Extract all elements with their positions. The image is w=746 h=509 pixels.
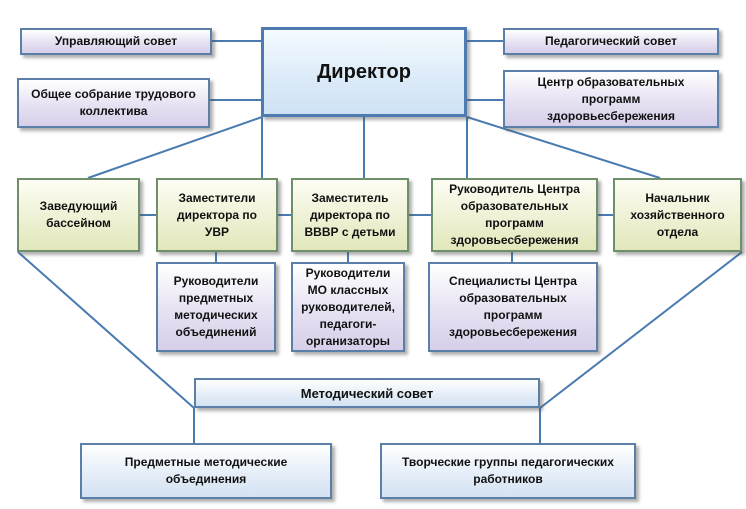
subject-associations-label: Предметные методические объединения bbox=[124, 455, 288, 486]
mo-heads-label: Руководители МО классных руководителей, … bbox=[301, 265, 395, 348]
health-center-head-box: Руководитель Центра образовательных прог… bbox=[431, 178, 598, 252]
line-economic-council bbox=[539, 251, 743, 409]
deputy-uvr-box: Заместители директора по УВР bbox=[156, 178, 278, 252]
mo-heads-box: Руководители МО классных руководителей, … bbox=[291, 262, 405, 352]
methodical-council-box: Методический совет bbox=[194, 378, 540, 408]
deputy-vvvr-label: Заместитель директора по ВВВР с детьми bbox=[304, 190, 396, 239]
general-meeting-label: Общее собрание трудового коллектива bbox=[31, 87, 196, 118]
health-center-label: Центр образовательных программ здоровьес… bbox=[537, 74, 685, 123]
director-label: Директор bbox=[317, 60, 411, 83]
line-director-economic bbox=[466, 116, 661, 179]
pedagogical-council-label: Педагогический совет bbox=[545, 34, 677, 48]
pool-head-box: Заведующий бассейном bbox=[17, 178, 140, 252]
line-director-pool bbox=[87, 116, 263, 179]
economic-head-box: Начальник хозяйственного отдела bbox=[613, 178, 742, 252]
methodical-council-label: Методический совет bbox=[300, 385, 434, 401]
creative-groups-box: Творческие группы педагогических работни… bbox=[380, 443, 636, 499]
health-specialists-label: Специалисты Центра образовательных прогр… bbox=[449, 274, 577, 339]
subject-heads-label: Руководители предметных методических объ… bbox=[173, 274, 259, 339]
health-center-box: Центр образовательных программ здоровьес… bbox=[503, 70, 719, 128]
health-specialists-box: Специалисты Центра образовательных прогр… bbox=[428, 262, 598, 352]
subject-associations-box: Предметные методические объединения bbox=[80, 443, 332, 499]
pool-head-label: Заведующий бассейном bbox=[39, 199, 118, 230]
creative-groups-label: Творческие группы педагогических работни… bbox=[402, 455, 614, 486]
economic-head-label: Начальник хозяйственного отдела bbox=[630, 190, 725, 239]
general-meeting-box: Общее собрание трудового коллектива bbox=[17, 78, 210, 128]
subject-heads-box: Руководители предметных методических объ… bbox=[156, 262, 276, 352]
deputy-vvvr-box: Заместитель директора по ВВВР с детьми bbox=[291, 178, 409, 252]
governing-council-label: Управляющий совет bbox=[54, 34, 178, 48]
health-center-head-label: Руководитель Центра образовательных прог… bbox=[449, 182, 580, 247]
line-pool-council bbox=[17, 251, 195, 409]
director-box: Директор bbox=[261, 27, 467, 117]
deputy-uvr-label: Заместители директора по УВР bbox=[177, 190, 257, 239]
governing-council-box: Управляющий совет bbox=[20, 28, 212, 55]
pedagogical-council-box: Педагогический совет bbox=[503, 28, 719, 55]
